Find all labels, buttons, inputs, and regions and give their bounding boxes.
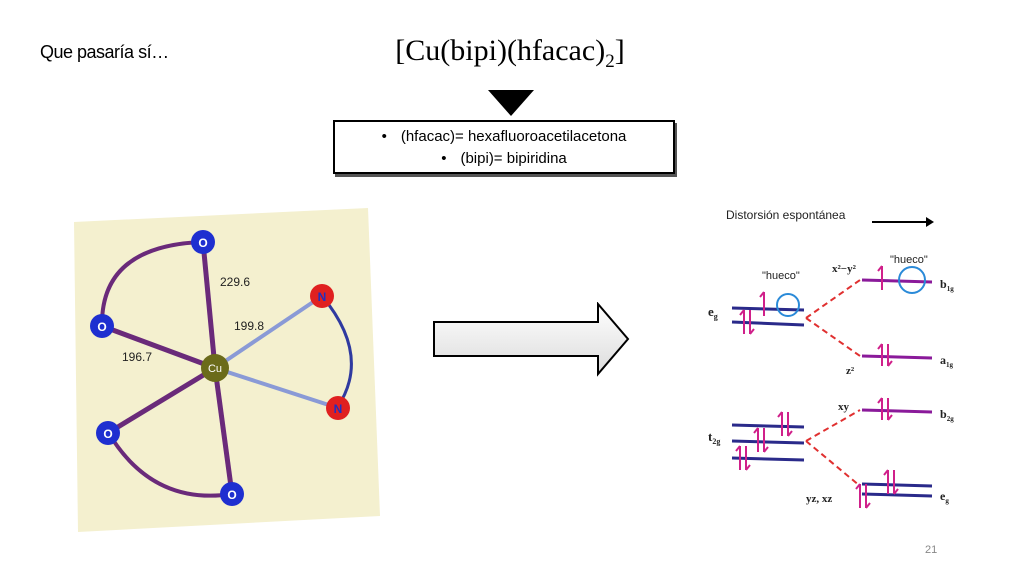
nitrogen-atom xyxy=(310,284,334,308)
z2-label: z² xyxy=(846,365,855,377)
definitions-list: (hfacac)= hexafluoroacetilacetona (bipi)… xyxy=(335,122,673,170)
hole-circle xyxy=(898,266,926,294)
eg-label: eg xyxy=(708,304,718,321)
bond-line xyxy=(213,294,324,370)
eg2-label: eg xyxy=(940,489,949,505)
yzxz-label: yz, xz xyxy=(806,493,832,505)
xy-label: xy xyxy=(838,401,850,413)
definition-item: (bipi)= bipiridina xyxy=(335,148,673,170)
bond-line xyxy=(101,323,216,371)
oxygen-atom xyxy=(220,482,244,506)
question-text: Que pasaría sí… xyxy=(40,42,169,62)
hueco-label: "hueco" xyxy=(890,254,928,266)
distortion-title: Distorsión espontánea xyxy=(726,208,846,222)
hueco-label: "hueco" xyxy=(762,270,800,282)
correlation-lines xyxy=(805,279,861,487)
nitrogen-atom xyxy=(326,396,350,420)
title-main: [Cu(bipi)(hfacac) xyxy=(395,34,606,67)
oxygen-atom xyxy=(96,421,120,445)
x2y2-label: x²−y² xyxy=(832,263,857,275)
slide-title: [Cu(bipi)(hfacac)2] xyxy=(330,34,690,73)
atom-label: O xyxy=(97,320,106,334)
bond-length-label: 196.7 xyxy=(122,350,152,364)
energy-level xyxy=(861,482,933,488)
right-arrow-icon xyxy=(433,302,630,377)
atom-label: N xyxy=(334,402,343,416)
definition-item: (hfacac)= hexafluoroacetilacetona xyxy=(335,126,673,148)
atom-label: O xyxy=(198,236,207,250)
oxygen-atom xyxy=(191,230,215,254)
page-number: 21 xyxy=(925,544,938,556)
atom-label: O xyxy=(103,427,112,441)
energy-level xyxy=(861,492,933,498)
hole-circle xyxy=(776,293,800,317)
a1g-label: a1g xyxy=(940,353,954,369)
bond-line xyxy=(106,365,217,436)
bond-line xyxy=(200,241,218,369)
electron-arrows xyxy=(735,265,899,509)
energy-level xyxy=(731,423,805,429)
energy-level-diagram: Distorsión espontánea "hueco" "hueco" eg… xyxy=(708,208,954,509)
atom-label: Cu xyxy=(208,363,222,375)
title-close: ] xyxy=(614,34,625,67)
down-arrow-icon xyxy=(488,90,534,116)
t2g-label: t2g xyxy=(708,429,720,446)
molecular-structure-image: 229.6 199.8 196.7 O O O O N N Cu xyxy=(74,208,380,532)
energy-level xyxy=(731,306,805,312)
definitions-box: (hfacac)= hexafluoroacetilacetona (bipi)… xyxy=(333,120,675,174)
energy-level xyxy=(731,456,805,462)
bond-length-label: 229.6 xyxy=(220,275,250,289)
distortion-arrow-head xyxy=(926,217,934,227)
energy-level xyxy=(731,320,805,327)
title-subscript: 2 xyxy=(605,51,615,72)
oxygen-atom xyxy=(90,314,114,338)
energy-level xyxy=(861,408,933,414)
energy-level xyxy=(861,354,933,360)
hfacac-arc-top xyxy=(100,240,203,325)
energy-level xyxy=(731,439,805,445)
b1g-label: b1g xyxy=(940,277,954,293)
atom-label: O xyxy=(227,488,236,502)
energy-level xyxy=(861,278,933,284)
bond-line xyxy=(214,366,339,410)
b2g-label: b2g xyxy=(940,407,954,423)
bipy-arc xyxy=(320,295,353,409)
hfacac-arc-bottom xyxy=(106,430,233,498)
bond-length-label: 199.8 xyxy=(234,319,264,333)
atom-label: N xyxy=(318,290,327,304)
bond-line xyxy=(212,367,235,495)
copper-atom xyxy=(201,354,229,382)
